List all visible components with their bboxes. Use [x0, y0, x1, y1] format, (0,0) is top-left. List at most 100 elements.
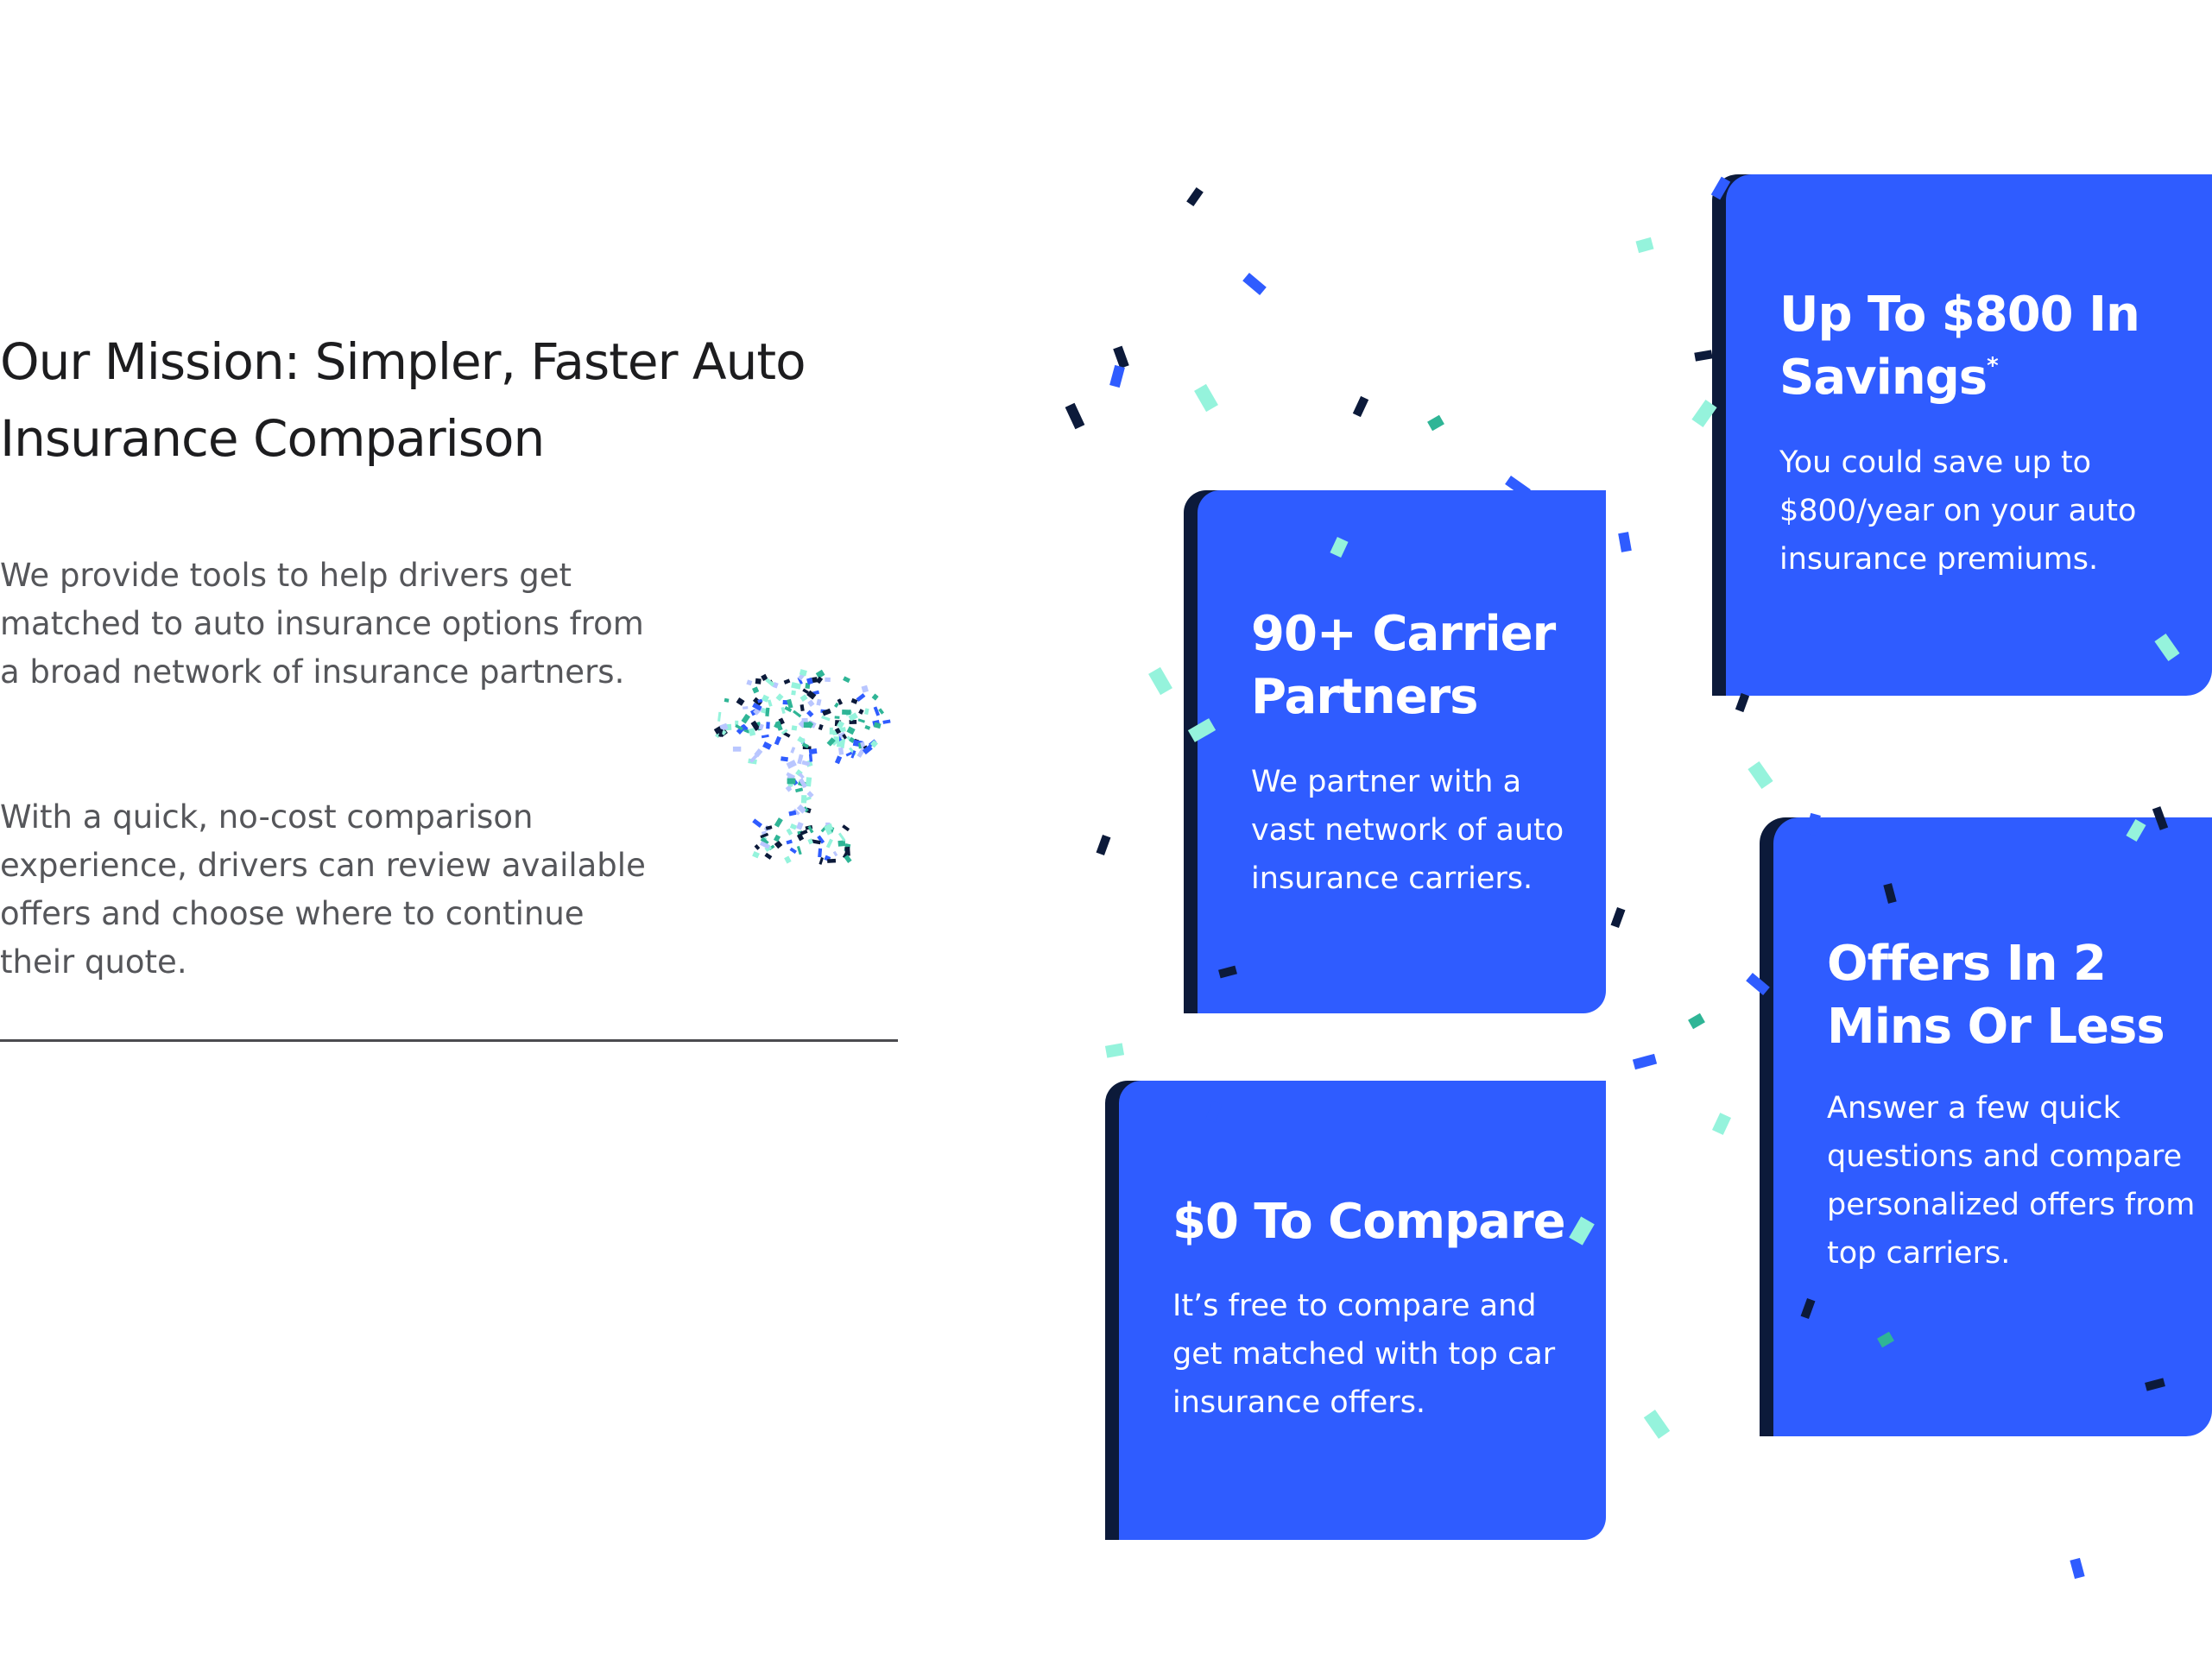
- confetti-piece: [801, 717, 808, 722]
- confetti-piece: [864, 708, 869, 716]
- confetti-piece: [1427, 414, 1444, 432]
- confetti-piece: [825, 822, 831, 826]
- confetti-piece: [784, 705, 793, 713]
- confetti-piece: [1643, 1410, 1671, 1439]
- confetti-piece: [796, 804, 806, 814]
- confetti-piece: [832, 850, 838, 857]
- confetti-piece: [781, 729, 788, 735]
- confetti-piece: [765, 825, 773, 830]
- confetti-piece: [815, 669, 825, 679]
- confetti-piece: [801, 742, 809, 748]
- confetti-piece: [842, 824, 850, 832]
- card-description: It’s free to compare and get matched wit…: [1172, 1289, 1556, 1420]
- confetti-piece: [761, 734, 769, 739]
- card-description: Answer a few quick questions and compare…: [1827, 1091, 2196, 1271]
- confetti-piece: [1194, 383, 1218, 413]
- confetti-piece: [838, 747, 844, 755]
- confetti-piece: [1242, 273, 1267, 295]
- confetti-piece: [752, 697, 762, 707]
- confetti-piece: [764, 852, 773, 860]
- confetti-piece: [789, 823, 798, 830]
- confetti-piece: [857, 718, 865, 723]
- confetti-piece: [754, 843, 761, 850]
- confetti-piece: [806, 690, 817, 700]
- confetti-piece: [1694, 350, 1713, 362]
- confetti-piece: [1186, 186, 1204, 207]
- confetti-piece: [807, 699, 815, 708]
- confetti-piece: [878, 708, 885, 715]
- confetti-piece: [842, 734, 848, 740]
- confetti-piece: [791, 690, 796, 696]
- confetti-piece: [834, 755, 843, 765]
- mission-paragraph: We provide tools to help drivers get mat…: [0, 557, 644, 691]
- confetti-piece: [752, 818, 762, 828]
- confetti-piece: [843, 676, 850, 684]
- confetti-piece: [767, 699, 773, 707]
- confetti-piece: [1104, 1043, 1125, 1058]
- confetti-piece: [746, 679, 753, 686]
- confetti-piece: [735, 720, 739, 726]
- confetti-piece: [752, 703, 762, 711]
- confetti-piece: [761, 673, 768, 681]
- confetti-piece: [822, 708, 831, 716]
- confetti-piece: [805, 777, 812, 787]
- confetti-piece: [799, 694, 808, 703]
- confetti-piece: [802, 688, 809, 695]
- confetti-piece: [794, 787, 804, 793]
- confetti-piece: [806, 677, 813, 685]
- carrier-partners-card: 90+ Carrier Partners We partner with a v…: [1198, 490, 1606, 1013]
- confetti-piece: [1096, 834, 1111, 856]
- confetti-piece: [1618, 532, 1632, 552]
- mission-title: Our Mission: Simpler, Faster Auto Insura…: [0, 332, 806, 468]
- confetti-piece: [791, 725, 798, 731]
- confetti-piece: [799, 704, 805, 711]
- confetti-piece: [845, 751, 853, 757]
- confetti-piece: [759, 841, 770, 849]
- confetti-piece: [786, 839, 793, 845]
- confetti-piece: [821, 715, 831, 722]
- confetti-piece: [789, 847, 797, 855]
- confetti-piece: [755, 678, 762, 684]
- confetti-piece: [1712, 1113, 1731, 1135]
- confetti-piece: [781, 706, 786, 715]
- confetti-piece: [799, 669, 807, 677]
- confetti-piece: [1691, 399, 1717, 428]
- confetti-piece: [850, 750, 856, 759]
- confetti-piece: [765, 707, 770, 717]
- confetti-piece: [773, 834, 781, 842]
- confetti-piece: [837, 832, 846, 842]
- confetti-piece: [816, 698, 822, 706]
- confetti-piece: [1610, 906, 1626, 929]
- confetti-piece: [718, 729, 724, 737]
- mission-paragraph: With a quick, no-cost comparison experie…: [0, 798, 646, 981]
- card-description: You could save up to $800/year on your a…: [1779, 445, 2137, 577]
- card-title: Up To $800 In Savings*: [1779, 287, 2140, 406]
- confetti-piece: [786, 760, 797, 769]
- confetti-piece: [765, 678, 775, 687]
- confetti-piece: [833, 702, 839, 708]
- confetti-piece: [781, 756, 788, 762]
- confetti-piece: [1065, 402, 1085, 430]
- confetti-piece: [861, 684, 869, 693]
- confetti-piece: [1352, 395, 1369, 418]
- confetti-piece: [790, 747, 796, 754]
- confetti-piece: [799, 829, 808, 836]
- confetti-piece: [862, 744, 873, 755]
- confetti-piece: [834, 727, 842, 735]
- confetti-piece: [782, 699, 789, 705]
- confetti-piece: [1735, 692, 1750, 713]
- confetti-piece: [836, 720, 845, 729]
- card-description: We partner with a vast network of auto i…: [1251, 765, 1564, 896]
- confetti-piece: [741, 713, 751, 724]
- confetti-piece: [785, 785, 793, 792]
- confetti-piece: [849, 719, 857, 725]
- confetti-piece: [800, 795, 807, 804]
- confetti-piece: [797, 735, 806, 744]
- footnote-marker: *: [1987, 353, 1999, 380]
- confetti-piece: [743, 706, 749, 710]
- confetti-piece: [1688, 1012, 1705, 1030]
- confetti-piece: [786, 772, 796, 779]
- confetti-piece: [824, 824, 832, 836]
- confetti-piece: [829, 727, 833, 735]
- confetti-piece: [842, 710, 851, 716]
